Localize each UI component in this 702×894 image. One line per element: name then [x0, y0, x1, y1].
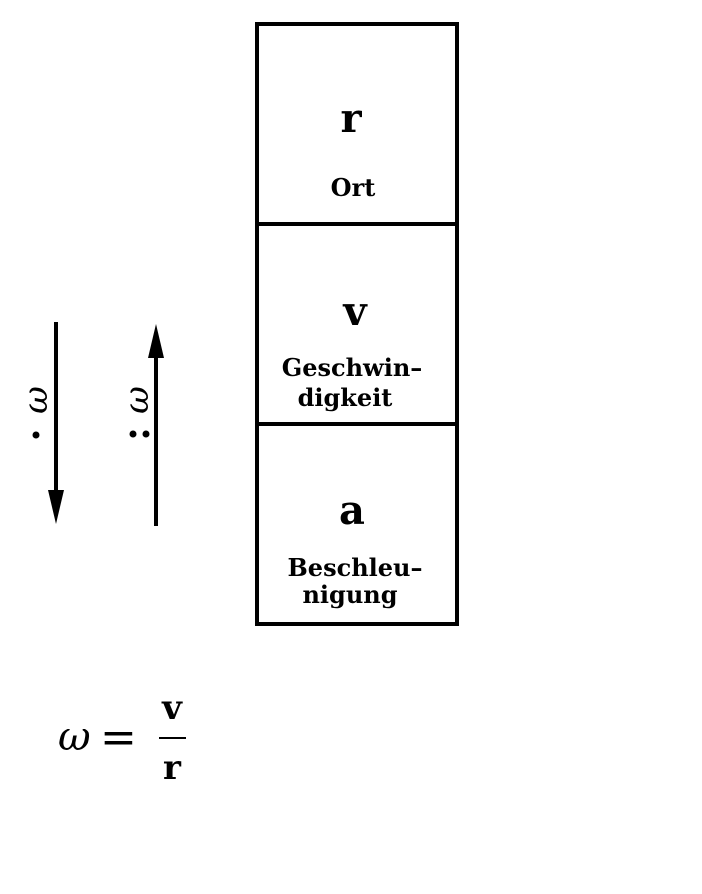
omega-double-dot-1	[129, 430, 137, 438]
formula-numerator: v	[161, 688, 183, 728]
omega-ddot-label: ω	[117, 386, 157, 414]
arrow-up-head	[148, 324, 164, 358]
formula-equals: =	[100, 712, 137, 763]
symbol-r: r	[340, 95, 362, 142]
label-geschwindigkeit-2: digkeit	[298, 383, 393, 412]
label-ort: Ort	[331, 173, 376, 202]
quantity-stack	[255, 22, 459, 626]
omega-dot-label: ω	[16, 386, 56, 414]
label-beschleunigung-2: nigung	[302, 580, 397, 609]
omega-double-dot-2	[142, 430, 150, 438]
omega-dot-symbol: ω	[16, 386, 56, 414]
symbol-v: v	[342, 288, 368, 335]
omega-formula: ω = v r	[58, 688, 186, 788]
label-beschleunigung-1: Beschleu–	[288, 553, 423, 582]
formula-denominator: r	[163, 748, 182, 788]
stack-outline	[255, 22, 459, 626]
omega-ddot-symbol: ω	[117, 386, 157, 414]
arrow-down-head	[48, 490, 64, 524]
omega-single-dot	[32, 431, 40, 439]
arrow-up	[148, 324, 164, 526]
arrow-down	[48, 322, 64, 524]
symbol-a: a	[339, 487, 365, 534]
formula-lhs: ω	[58, 714, 91, 760]
label-geschwindigkeit-1: Geschwin–	[282, 353, 423, 382]
